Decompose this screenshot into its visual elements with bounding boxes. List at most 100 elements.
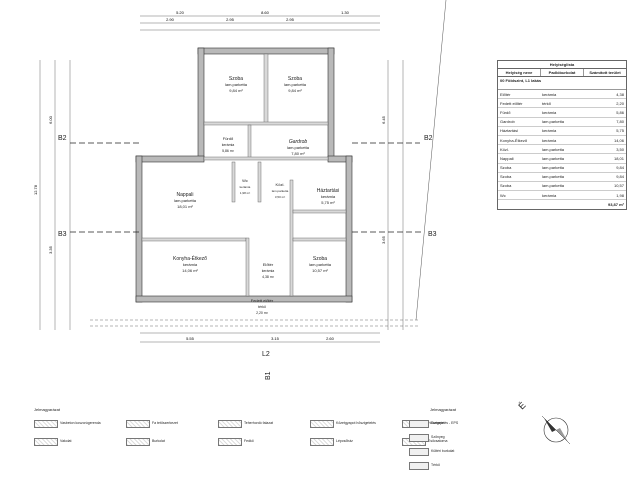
legend-swatch <box>34 438 58 446</box>
table-row: Gardrob lam.parketta 7,80 <box>498 118 626 127</box>
table-cell-floor: lam.parketta <box>542 146 565 152</box>
table-cell-floor: lam.parketta <box>542 183 565 189</box>
table-cell-area: 10,57 <box>613 183 624 189</box>
north-label: É <box>516 400 527 411</box>
legend-item: Fedkő <box>218 438 308 446</box>
legend-swatch <box>409 434 429 442</box>
table-cell-name: Szoba <box>500 174 512 180</box>
table-row: Közl. lam.parketta 3,50 <box>498 145 626 155</box>
table-cell-area: 5,75 <box>616 128 624 134</box>
legend-label: Vakolat <box>60 439 72 443</box>
table-cell-area: 4,38 <box>616 91 624 97</box>
bottom-dim-2: 3.15 <box>271 336 280 341</box>
table-header-floor: Padlóburkolat <box>541 69 584 76</box>
room-name-10: Előtér <box>263 262 274 267</box>
legend-label: Burkolat <box>152 439 165 443</box>
legend-label: Térkő <box>431 463 440 467</box>
section-b3-left: B3 <box>58 231 67 238</box>
legend-swatch <box>218 420 242 428</box>
table-cell-area: 7,80 <box>616 119 624 125</box>
table-cell-name: Wc <box>500 192 506 198</box>
table-cell-floor: lam.parketta <box>542 174 565 180</box>
table-cell-floor: lam.parketta <box>542 155 565 161</box>
room-area-1: 9,84 m² <box>229 88 243 93</box>
room-area-9: 14,06 m² <box>182 268 198 273</box>
table-cell-name: Közl. <box>500 146 509 152</box>
room-floor-6: kerámia <box>240 185 251 189</box>
room-floor-2: lam.parketta <box>284 82 307 87</box>
room-floor-8: kerámia <box>321 194 336 199</box>
legend-item: Teherhordó falazat <box>218 420 308 428</box>
section-b2-right: B2 <box>424 135 433 142</box>
table-cell-floor: kerámia <box>542 109 557 115</box>
legend-label: Vasbeton koszorúgerenda <box>60 421 101 425</box>
room-floor-10: kerámia <box>262 269 275 273</box>
legend-swatch <box>409 420 429 428</box>
top-dim-6: 2.95 <box>286 17 295 22</box>
room-name-6: Wc <box>242 178 248 183</box>
legend-label: Esőcsatorna <box>428 439 448 443</box>
bottom-dim-1: 5.55 <box>186 336 195 341</box>
room-name-4: Gardrob <box>289 139 308 145</box>
right-dim-2: 3.65 <box>381 235 386 244</box>
table-row: Nappali lam.parketta 18,01 <box>498 154 626 164</box>
legend-item: Csempe <box>409 420 499 428</box>
legend-title: Jelmagyarázat <box>34 407 61 412</box>
left-dim-2: 6.00 <box>48 115 53 124</box>
table-cell-floor: lam.parketta <box>542 165 565 171</box>
room-area-5: 18,01 m² <box>177 204 193 209</box>
top-dim-4: 2.90 <box>166 17 175 22</box>
table-cell-floor: térkő <box>542 100 551 106</box>
table-cell-area: 18,01 <box>613 155 624 161</box>
table-cell-floor: kerámia <box>542 91 557 97</box>
room-name-12: Fedett előtér <box>251 298 274 303</box>
room-floor-7: lam.parketta <box>272 189 289 193</box>
room-name-5: Nappali <box>177 192 194 198</box>
legend-label: Hőszigetelés - EPS <box>428 421 459 425</box>
table-row: Előtér kerámia 4,38 <box>498 90 626 100</box>
table-cell-name: Konyha-Étkező <box>500 137 528 143</box>
left-dim-1: 12.78 <box>33 184 38 195</box>
room-area-10: 4,38 m² <box>262 275 275 279</box>
room-area-6: 1,98 m² <box>240 191 250 195</box>
right-dim-1: 6.45 <box>381 115 386 124</box>
room-floor-9: kerámia <box>183 262 198 267</box>
room-schedule-table: Helyiséglista Helyiség neve Padlóburkola… <box>497 60 627 211</box>
room-name-3: Fürdő <box>223 136 234 141</box>
room-area-2: 9,84 m² <box>288 88 302 93</box>
table-row: Háztartási kerámia 5,75 <box>498 127 626 136</box>
legend-swatch <box>126 438 150 446</box>
legend-swatch <box>218 438 242 446</box>
room-area-7: 3,50 m² <box>275 195 285 199</box>
top-dim-5: 2.95 <box>226 17 235 22</box>
legend-swatch <box>126 420 150 428</box>
table-cell-floor: kerámia <box>542 128 557 134</box>
room-floor-4: lam.parketta <box>287 145 310 150</box>
table-cell-floor: kerámia <box>542 192 557 198</box>
legend-label: Kültéri burkolat <box>431 449 455 453</box>
room-floor-11: lam.parketta <box>309 262 332 267</box>
legend-label: Teherhordó falazat <box>244 421 273 425</box>
room-floor-12: térkő <box>258 305 266 309</box>
section-b1: B1 <box>265 371 272 380</box>
room-floor-1: lam.parketta <box>225 82 248 87</box>
table-cell-name: Nappali <box>500 155 514 161</box>
north-arrow-icon <box>541 415 571 445</box>
room-area-11: 10,57 m² <box>312 268 328 273</box>
table-total: 93,87 m² <box>607 202 624 208</box>
table-cell-area: 3,50 <box>616 146 624 152</box>
bottom-dim-3: 2.60 <box>326 336 335 341</box>
room-name-1: Szoba <box>229 76 243 82</box>
table-cell-name: Előtér <box>500 91 511 97</box>
table-cell-name: Háztartási <box>500 128 519 134</box>
room-area-12: 2,20 m² <box>256 311 269 315</box>
table-cell-name: Gardrob <box>500 119 515 125</box>
legend-swatch <box>34 420 58 428</box>
table-cell-floor: lam.parketta <box>542 119 565 125</box>
legend-item: Fa tetőszerkezet <box>126 420 216 428</box>
top-dim-1: 5.20 <box>176 10 185 15</box>
table-title: Helyiséglista <box>498 61 626 69</box>
legend-item: Lépcsőház <box>310 438 400 446</box>
